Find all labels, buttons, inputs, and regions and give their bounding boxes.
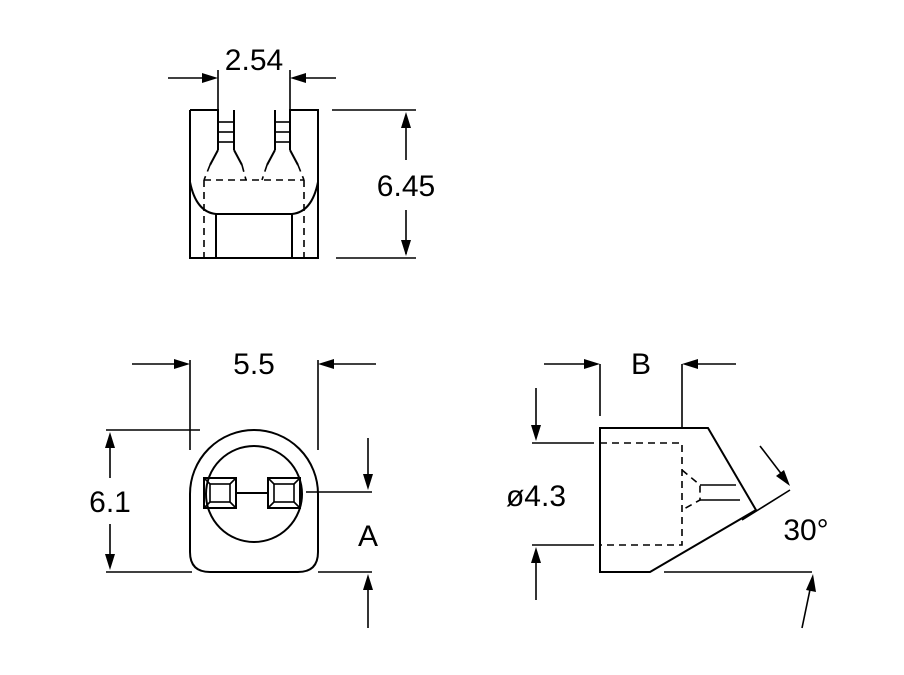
top-view-pin-left xyxy=(209,110,243,166)
side-view-body xyxy=(599,427,758,573)
side-view: B ø4.3 30° xyxy=(506,348,829,629)
square-pad-left xyxy=(203,477,237,509)
square-pad-right xyxy=(267,477,301,509)
top-view: 2.54 6.45 xyxy=(168,44,435,259)
height-dimension-label: 6.45 xyxy=(377,170,435,203)
width-dimension-label: 5.5 xyxy=(233,348,275,381)
top-view-pin-right xyxy=(266,110,299,166)
front-view: 5.5 6.1 A xyxy=(89,348,378,628)
top-view-body xyxy=(189,109,319,259)
section-a-label: A xyxy=(358,520,378,553)
b-dimension-label: B xyxy=(631,348,651,381)
diameter-dimension-label: ø4.3 xyxy=(506,480,566,513)
front-height-dimension-label: 6.1 xyxy=(89,486,131,519)
angle-dimension-label: 30° xyxy=(783,514,828,547)
front-view-body xyxy=(189,429,319,573)
pitch-dimension-label: 2.54 xyxy=(225,44,283,77)
